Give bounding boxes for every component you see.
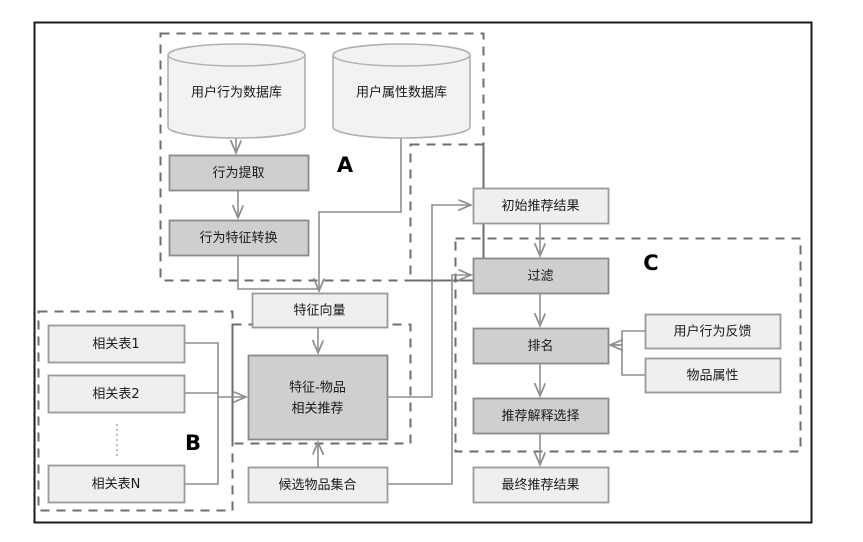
node-rect [472,257,610,295]
cylinder-body [167,43,306,139]
node-rect [47,464,186,504]
region-label-b: B [185,431,201,455]
node-label: 行为特征转换 [199,231,277,246]
ellipsis-dot [116,439,118,441]
region-b [37,310,234,512]
node-rect [247,354,389,441]
node-label: 相关表2 [92,387,139,402]
node-rank: 排名 [472,327,610,365]
node-candidate_item_set: 候选物品集合 [247,466,389,504]
node-label: 排名 [527,338,553,354]
region-a [159,32,485,282]
node-item_attribute: 物品属性 [644,357,782,394]
node-user_attr_db: 用户属性数据库 [332,43,471,139]
ellipsis-dot [116,434,118,436]
node-behavior_extract: 行为提取 [168,154,310,192]
connectors [184,138,645,485]
node-label: 候选物品集合 [278,477,356,493]
node-rect [247,466,389,504]
node-explain_select: 推荐解释选择 [472,397,610,435]
node-label: 过滤 [527,269,553,284]
node-relation_table_2: 相关表2 [47,374,186,414]
node-relation_table_n: 相关表N [47,464,186,504]
node-label: 用户行为反馈 [673,324,751,340]
node-rect [47,324,186,364]
node-rect [644,357,782,394]
ellipsis-dot [116,429,118,431]
node-initial_recommend_result: 初始推荐结果 [472,187,610,225]
edge-itemattr-to-rank [611,344,645,376]
node-rect [472,397,610,435]
edge-recommend-to-initial [387,205,470,398]
node-rect [472,187,610,225]
node-label: 相关表1 [92,337,139,352]
node-label: 特征向量 [293,303,345,319]
node-rect [168,219,310,257]
node-rect [472,327,610,365]
node-label: 行为提取 [212,165,264,181]
ellipsis-dot [116,454,118,456]
cylinder-top [167,54,306,67]
node-relation_table_1: 相关表1 [47,324,186,364]
node-rect [644,313,782,350]
node-behavior_feature_transform: 行为特征转换 [168,219,310,257]
edge-tablen-bus [184,397,219,485]
region-c [454,237,802,453]
node-label: 用户属性数据库 [356,85,447,101]
region-d [409,143,485,282]
node-user_behavior_db: 用户行为数据库 [167,43,306,139]
region-label-a: A [337,153,354,177]
node-label: 物品属性 [686,369,738,384]
node-rect [168,154,310,192]
edge-tables-bus-to-recommend [184,342,245,397]
cylinder-top [332,54,471,67]
ellipsis-dot [116,449,118,451]
ellipsis-dot [116,444,118,446]
node-label-line2: 相关推荐 [291,402,343,417]
cylinder-body [332,43,471,139]
node-label: 最终推荐结果 [501,477,579,493]
edge-candidate-to-filter [387,275,470,485]
node-rect [472,466,610,504]
vertical-ellipsis [116,424,118,456]
region-label-c: C [643,251,658,275]
node-final_recommend_result: 最终推荐结果 [472,466,610,504]
node-label: 推荐解释选择 [501,409,579,424]
node-label: 用户行为数据库 [191,85,282,101]
node-rect [47,374,186,414]
node-feature_vector: 特征向量 [251,292,389,329]
node-label-line1: 特征-物品 [289,381,346,396]
node-label: 初始推荐结果 [501,199,579,214]
node-user_behavior_feedback: 用户行为反馈 [644,313,782,350]
node-filter: 过滤 [472,257,610,295]
region-labels: A B C [185,153,659,455]
ellipsis-dot [116,424,118,426]
node-rect [251,292,389,329]
node-label: 相关表N [92,477,141,492]
edge-attr-db-to-vector [319,138,402,290]
